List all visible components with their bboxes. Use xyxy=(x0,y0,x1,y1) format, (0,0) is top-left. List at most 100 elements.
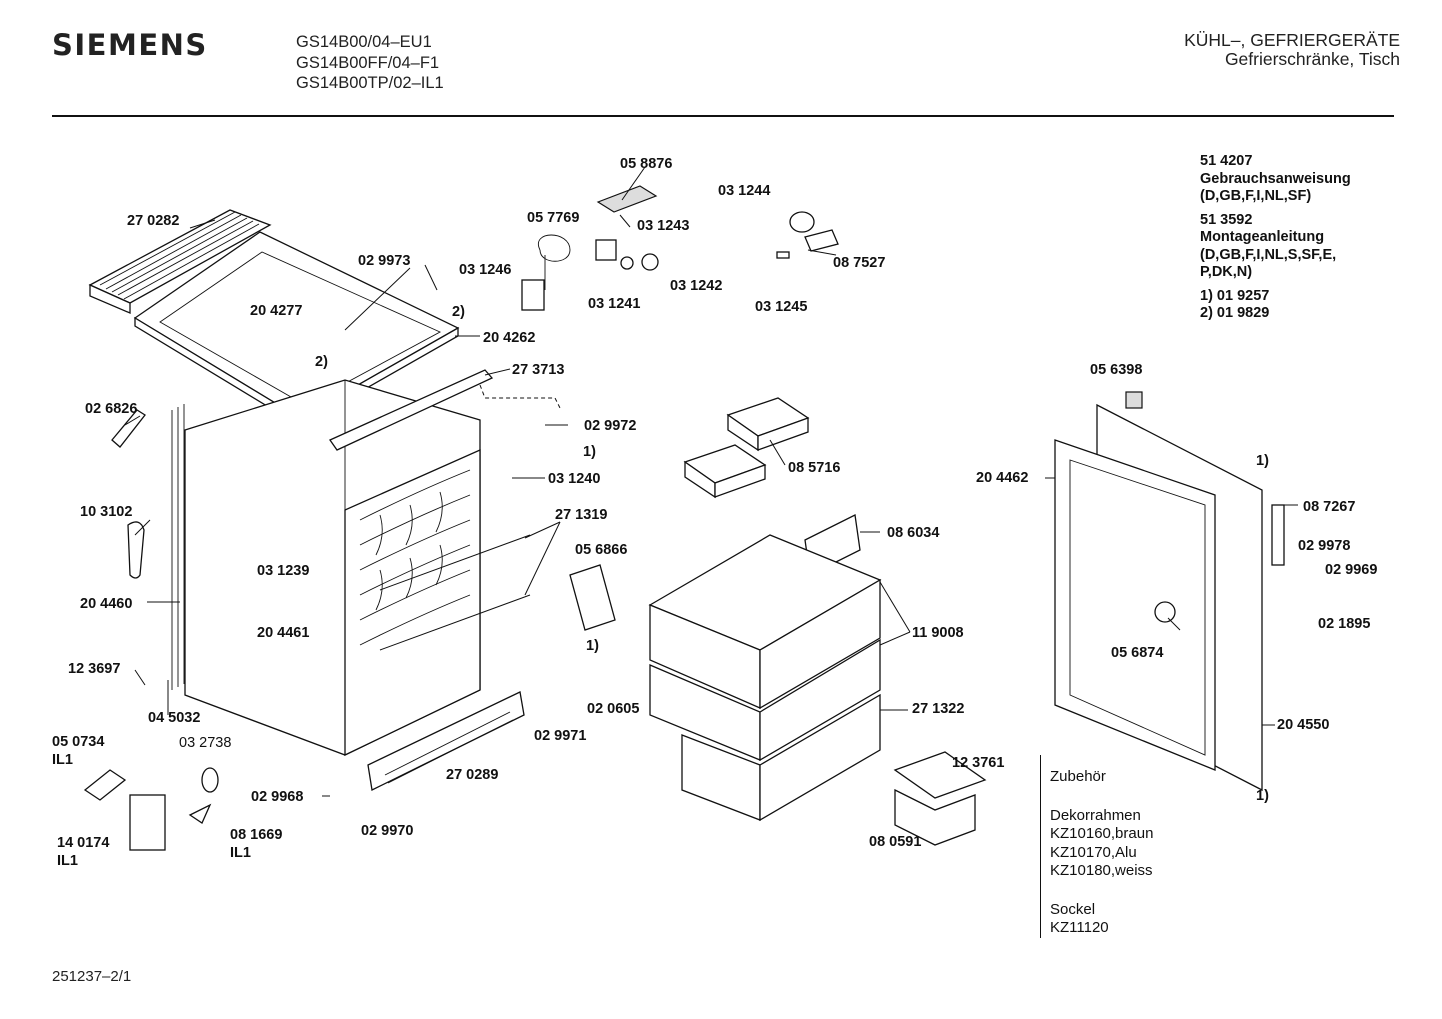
model-number: GS14B00FF/04–F1 xyxy=(296,53,440,72)
part-label: 05 8876 xyxy=(620,156,672,172)
part-label: 20 4461 xyxy=(257,625,309,641)
install-languages: P,DK,N) xyxy=(1200,264,1253,280)
part-label: 08 1669 xyxy=(230,827,282,843)
part-label: 12 3697 xyxy=(68,661,120,677)
hinge-bar-drawing xyxy=(329,369,561,451)
part-label: 02 9969 xyxy=(1325,562,1377,578)
install-number: 51 3592 xyxy=(1200,211,1253,228)
top-cover-drawing xyxy=(133,231,460,428)
part-label: 03 1246 xyxy=(459,262,511,278)
part-label: 05 6398 xyxy=(1090,362,1142,378)
part-label: 20 4550 xyxy=(1277,717,1329,733)
part-label: 08 7267 xyxy=(1303,499,1355,515)
part-label: 14 0174 xyxy=(57,835,109,851)
footnote-1: 1) 01 9257 xyxy=(1200,287,1270,304)
shelf-rod-drawing xyxy=(379,534,531,651)
part-label: 08 0591 xyxy=(869,834,921,850)
part-label: 20 4462 xyxy=(976,470,1028,486)
handle-drawing xyxy=(127,521,145,579)
category-subtitle: Gefrierschränke, Tisch xyxy=(1224,49,1400,69)
part-label: 03 1244 xyxy=(718,183,770,199)
footnote-marker: 2) xyxy=(452,304,465,320)
part-label: 20 4277 xyxy=(250,303,302,319)
thermostat-drawing xyxy=(521,185,659,311)
part-label: 10 3102 xyxy=(80,504,132,520)
document-code: 251237–2/1 xyxy=(52,968,132,985)
part-label: 27 1322 xyxy=(912,701,964,717)
part-label: 05 0734 xyxy=(52,734,104,750)
part-label: 02 9968 xyxy=(251,789,303,805)
part-label: 05 6874 xyxy=(1111,645,1163,661)
part-label: 03 1245 xyxy=(755,299,807,315)
part-label: 27 0289 xyxy=(446,767,498,783)
door-drawing xyxy=(1054,391,1285,792)
part-label: 03 1242 xyxy=(670,278,722,294)
accessories-heading: Zubehör xyxy=(1050,768,1106,785)
header-divider xyxy=(52,115,1394,117)
part-label: 02 9978 xyxy=(1298,538,1350,554)
part-label: 03 1241 xyxy=(588,296,640,312)
part-label: 05 7769 xyxy=(527,210,579,226)
documentation-references: 51 4207 Gebrauchsanweisung (D,GB,F,I,NL,… xyxy=(1200,153,1400,329)
footnote-marker: 1) xyxy=(1256,453,1269,469)
part-label: 02 1895 xyxy=(1318,616,1370,632)
install-languages: (D,GB,F,I,NL,S,SF,E, xyxy=(1200,246,1337,263)
cover-plate-drawing xyxy=(569,564,616,631)
part-label: 12 3761 xyxy=(952,755,1004,771)
model-number: GS14B00TP/02–IL1 xyxy=(296,74,444,92)
category-title: KÜHL–, GEFRIERGERÄTE xyxy=(1184,30,1400,50)
freezer-drawers-drawing xyxy=(648,514,882,822)
model-number: GS14B00/04–EU1 xyxy=(296,33,432,51)
model-list: GS14B00/04–EU1 GS14B00FF/04–F1 GS14B00TP… xyxy=(296,32,444,94)
part-label: 02 9971 xyxy=(534,728,586,744)
ice-tray-drawing xyxy=(893,751,987,846)
bottom-grille-drawing xyxy=(367,691,525,791)
part-label: 08 5716 xyxy=(788,460,840,476)
part-label: 02 6826 xyxy=(85,401,137,417)
part-label: 08 7527 xyxy=(833,255,885,271)
part-label: 11 9008 xyxy=(912,625,964,641)
accessories-bracket xyxy=(1040,755,1181,938)
variant-label: IL1 xyxy=(52,752,73,768)
base-heading: Sockel xyxy=(1050,900,1096,918)
manual-number: 51 4207 xyxy=(1200,153,1253,169)
part-label: 04 5032 xyxy=(148,710,200,726)
switch-drawing xyxy=(776,211,839,259)
frame-option: KZ10180,weiss xyxy=(1050,862,1153,879)
part-label: 27 3713 xyxy=(512,362,564,378)
footnote-2: 2) 01 9829 xyxy=(1200,305,1270,321)
part-label: 03 1243 xyxy=(637,218,689,234)
part-label: 27 1319 xyxy=(555,507,607,523)
part-label: 02 9972 xyxy=(584,418,636,434)
part-label: 03 1239 xyxy=(257,563,309,579)
part-label: 03 2738 xyxy=(179,735,231,751)
top-grille-drawing xyxy=(88,209,272,314)
part-label: 20 4460 xyxy=(80,596,132,612)
frame-heading: Dekorrahmen xyxy=(1050,806,1141,824)
part-label: 20 4262 xyxy=(483,330,535,346)
base-code: KZ11120 xyxy=(1050,919,1109,936)
part-label: 03 1240 xyxy=(548,471,600,487)
leader-lines xyxy=(124,166,1298,797)
footnote-marker: 1) xyxy=(586,638,599,654)
part-label: 27 0282 xyxy=(127,213,179,229)
footnote-marker: 2) xyxy=(315,354,328,370)
part-label: 02 9970 xyxy=(361,823,413,839)
install-title: Montageanleitung xyxy=(1200,229,1325,245)
footnote-marker: 1) xyxy=(1256,788,1269,804)
brand-logo: SIEMENS xyxy=(52,28,208,62)
manual-languages: (D,GB,F,I,NL,SF) xyxy=(1200,188,1312,204)
part-label: 02 9973 xyxy=(358,253,410,269)
product-category: KÜHL–, GEFRIERGERÄTE Gefrierschränke, Ti… xyxy=(1184,31,1400,69)
frame-option: KZ10160,braun xyxy=(1050,825,1154,842)
footnote-marker: 1) xyxy=(583,444,596,460)
variant-label: IL1 xyxy=(230,845,251,861)
frame-option: KZ10170,Alu xyxy=(1050,843,1137,861)
accessories-list: Zubehör Dekorrahmen KZ10160,braun KZ1017… xyxy=(1050,768,1153,938)
part-label: 05 6866 xyxy=(575,542,627,558)
clip-drawing xyxy=(111,409,146,448)
fan-motor-drawing xyxy=(83,767,219,851)
part-label: 08 6034 xyxy=(887,525,939,541)
cabinet-body-drawing xyxy=(171,379,481,757)
